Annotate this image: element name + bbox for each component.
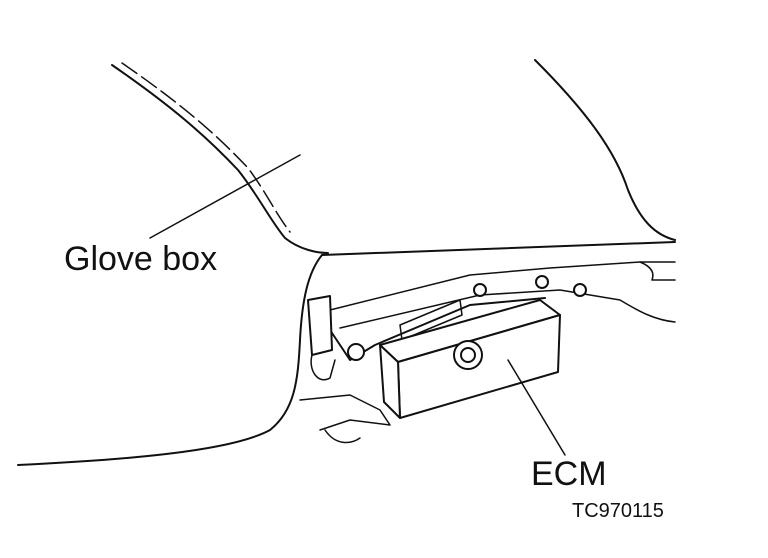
ecm-label: ECM bbox=[531, 455, 607, 493]
mounting-rail-upper bbox=[329, 261, 676, 311]
ecm-leader-line bbox=[507, 359, 566, 456]
bracket-slot bbox=[399, 299, 463, 341]
dashboard-outline-upper bbox=[111, 64, 329, 254]
ecm-box-side bbox=[379, 344, 401, 419]
bolt-hole-4 bbox=[573, 283, 587, 297]
glove-box-bottom-edge bbox=[321, 241, 676, 256]
hinge-detail bbox=[310, 354, 336, 381]
mounting-bracket bbox=[329, 297, 546, 361]
dashboard-outline-upper-inner bbox=[121, 62, 291, 233]
bolt-hole-1 bbox=[347, 343, 365, 361]
glove-box-leader-line bbox=[149, 154, 301, 239]
ecm-connector-inner bbox=[460, 347, 476, 363]
mounting-rail-lower bbox=[339, 289, 676, 329]
bolt-hole-3 bbox=[535, 275, 549, 289]
figure-code: TC970115 bbox=[572, 500, 664, 522]
right-bracket bbox=[639, 261, 676, 281]
dashboard-right-contour bbox=[534, 59, 676, 241]
glove-box-label: Glove box bbox=[64, 240, 218, 278]
glove-box-hinge bbox=[307, 295, 333, 356]
lower-clip-detail bbox=[324, 429, 361, 444]
lower-clip bbox=[299, 394, 391, 431]
dashboard-lower-contour bbox=[17, 254, 323, 466]
bolt-hole-2 bbox=[473, 283, 487, 297]
